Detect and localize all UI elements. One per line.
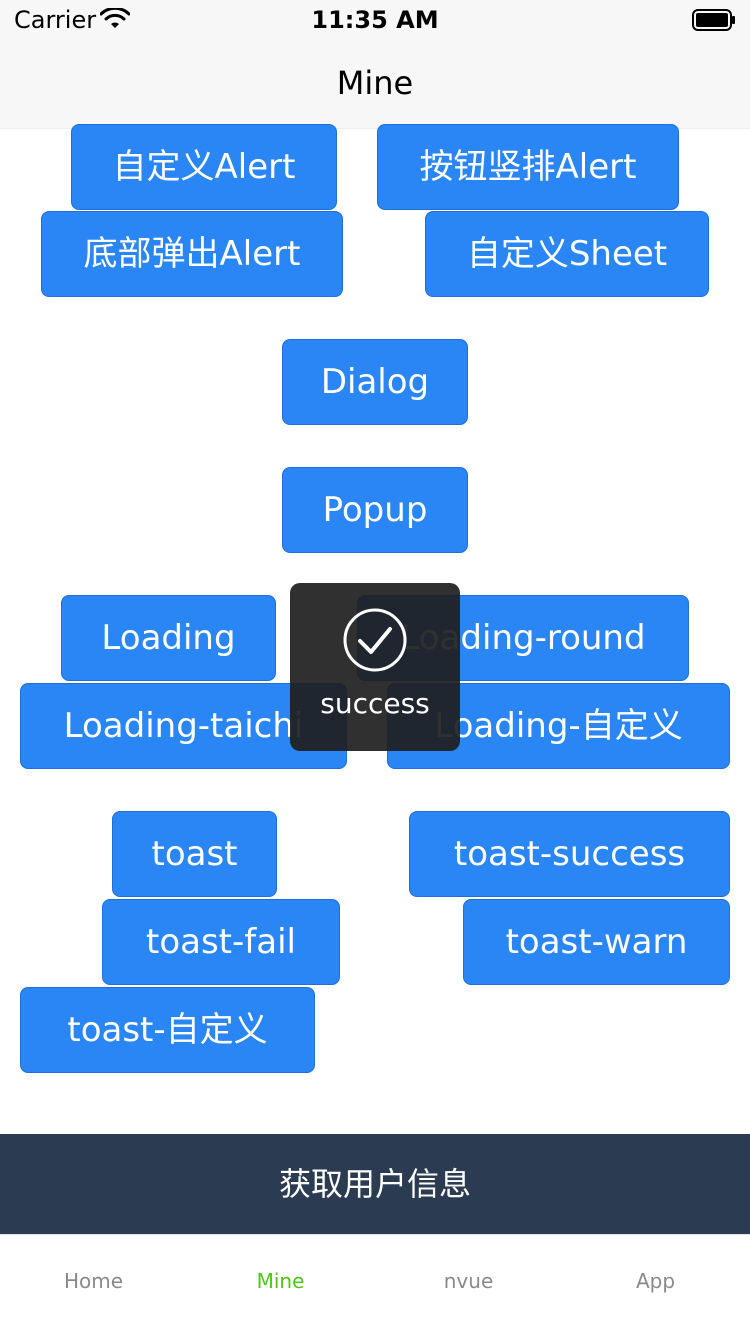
bottom-popup-alert-button[interactable]: 底部弹出Alert (41, 211, 343, 297)
toast-success-button[interactable]: toast-success (409, 811, 730, 897)
success-toast: success (290, 583, 460, 751)
dialog-button[interactable]: Dialog (282, 339, 468, 425)
wifi-icon (100, 8, 130, 28)
tab-home[interactable]: Home (63, 1269, 124, 1293)
check-circle-icon (343, 608, 407, 672)
toast-custom-button[interactable]: toast-自定义 (20, 987, 315, 1073)
page-title: Mine (336, 64, 414, 102)
tab-app[interactable]: App (635, 1269, 676, 1293)
toast-fail-button[interactable]: toast-fail (102, 899, 340, 985)
toast-button[interactable]: toast (112, 811, 277, 897)
get-user-info-button[interactable]: 获取用户信息 (0, 1134, 750, 1234)
custom-alert-button[interactable]: 自定义Alert (71, 124, 337, 210)
carrier-label: Carrier (14, 6, 97, 34)
battery-icon (692, 9, 735, 31)
navigation-bar: Mine (0, 40, 750, 129)
loading-custom-button[interactable]: Loading-自定义 (387, 683, 730, 769)
status-bar: Carrier 11:35 AM (0, 0, 750, 40)
tab-nvue[interactable]: nvue (443, 1269, 494, 1293)
popup-button[interactable]: Popup (282, 467, 468, 553)
custom-sheet-button[interactable]: 自定义Sheet (425, 211, 709, 297)
loading-button[interactable]: Loading (61, 595, 276, 681)
tab-mine[interactable]: Mine (256, 1269, 305, 1293)
toast-message: success (320, 687, 430, 720)
tab-bar: Home Mine nvue App (0, 1234, 750, 1335)
vertical-buttons-alert-button[interactable]: 按钮竖排Alert (377, 124, 679, 210)
clock: 11:35 AM (311, 6, 439, 34)
toast-warn-button[interactable]: toast-warn (463, 899, 730, 985)
